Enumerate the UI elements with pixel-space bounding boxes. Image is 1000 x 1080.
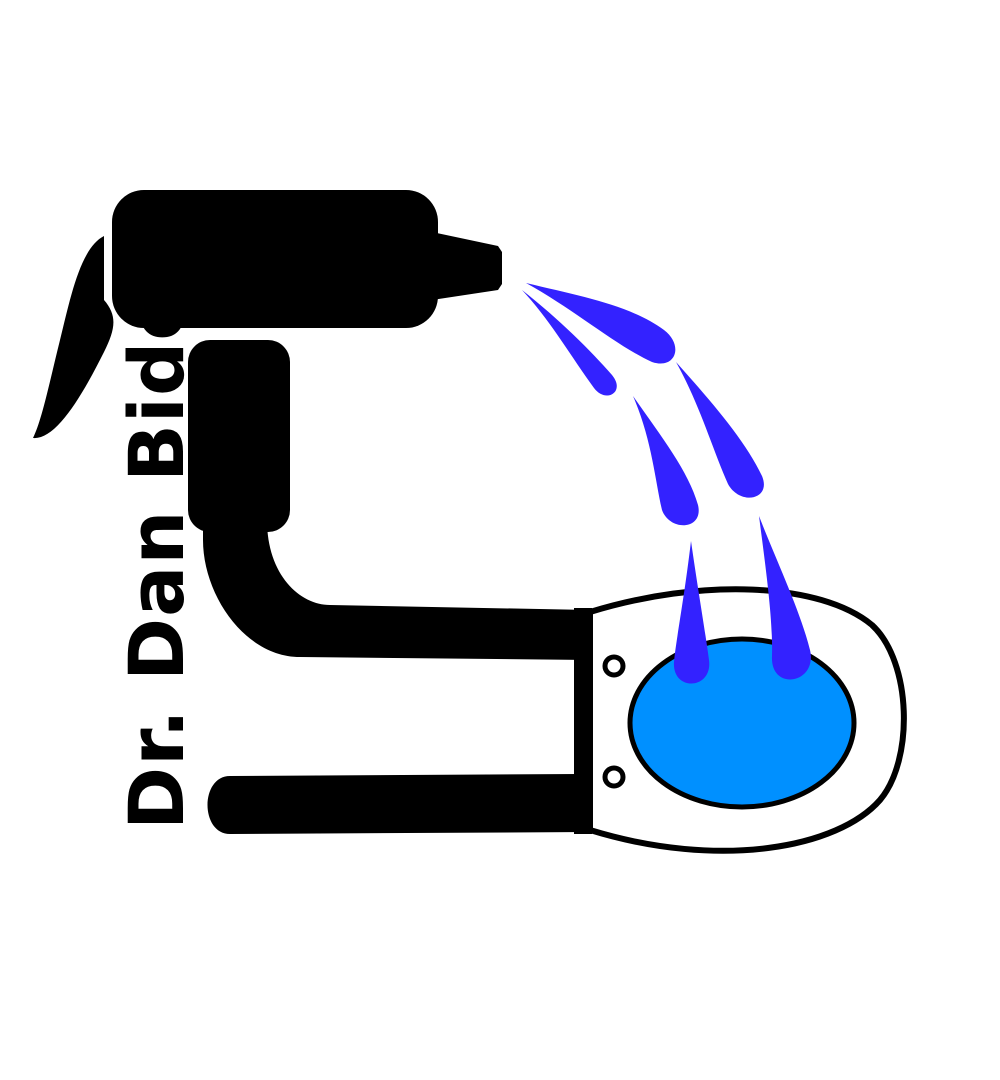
bowl-water bbox=[627, 636, 857, 810]
hose-pipe-icon bbox=[203, 520, 590, 660]
water-droplet-icon bbox=[676, 362, 764, 498]
water-spray bbox=[522, 283, 811, 684]
hinge-hole-top bbox=[602, 654, 626, 678]
hinge-hole-bottom bbox=[602, 765, 626, 789]
water-droplet-icon bbox=[522, 290, 617, 396]
spray-bottle-icon bbox=[112, 190, 438, 328]
water-droplet-icon bbox=[526, 283, 676, 364]
water-droplet-icon bbox=[673, 541, 710, 684]
spray-trigger-icon bbox=[33, 236, 114, 439]
spray-nozzle-icon bbox=[432, 232, 502, 300]
brand-name: Dr. Dan Bidet bbox=[112, 251, 201, 830]
lower-pipe-icon bbox=[207, 774, 590, 834]
water-droplet-icon bbox=[633, 396, 699, 526]
handle-block bbox=[188, 340, 290, 532]
water-droplet-icon bbox=[759, 516, 811, 680]
